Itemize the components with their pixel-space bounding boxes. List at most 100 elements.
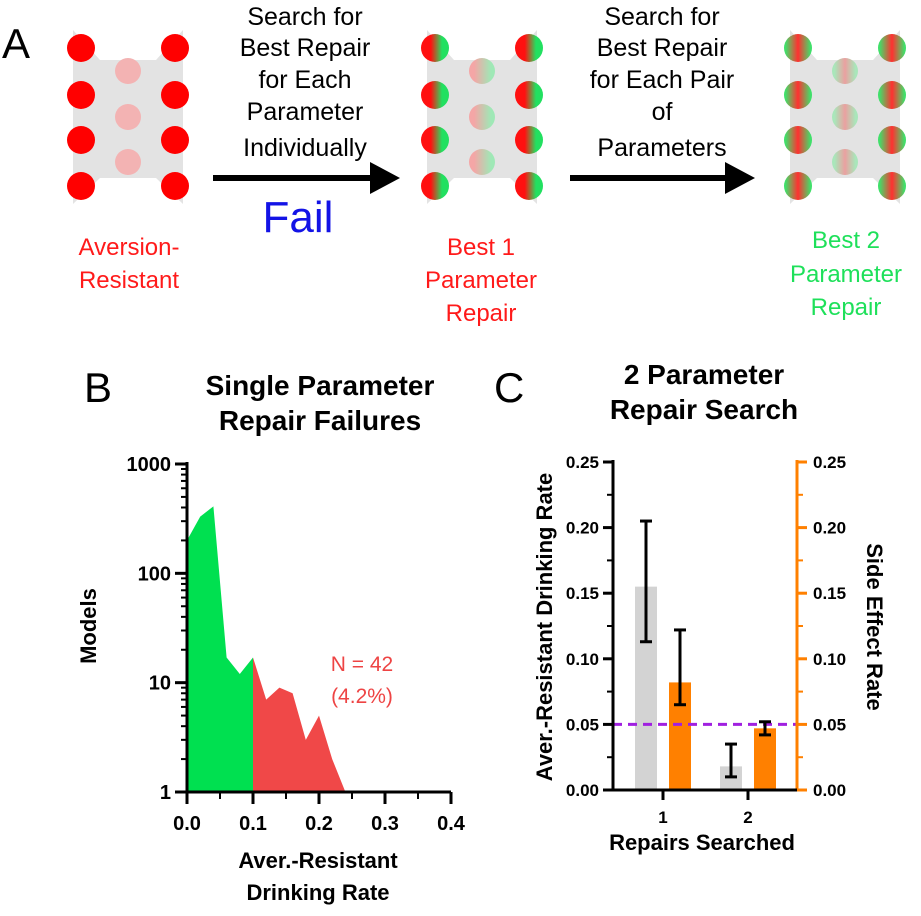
network-node-hidden bbox=[832, 58, 858, 84]
chart-b-x-tick-label: 0.4 bbox=[437, 813, 466, 835]
step2-description: Search for Best Repair for Each Pair of … bbox=[590, 3, 735, 162]
network-node-left bbox=[67, 81, 95, 109]
network-node-right bbox=[878, 126, 906, 154]
network-1-label: Aversion- Resistant bbox=[79, 234, 180, 294]
network-2-label: Best 1 Parameter Repair bbox=[425, 234, 537, 327]
network-node-left bbox=[421, 126, 449, 154]
network-1-label-line: Aversion- bbox=[79, 234, 180, 261]
network-node-left bbox=[67, 172, 95, 200]
network-best-1-parameter bbox=[421, 30, 543, 204]
chart-c-bar-side-effect bbox=[754, 728, 776, 790]
network-node-right bbox=[515, 172, 543, 200]
chart-c-bar-drinking-rate bbox=[635, 586, 657, 790]
chart-b-title-line: Single Parameter bbox=[206, 370, 435, 401]
network-node-right bbox=[161, 172, 189, 200]
network-node-right bbox=[878, 34, 906, 62]
step1-line: Parameter bbox=[247, 98, 364, 126]
chart-c-left-tick-label: 0.05 bbox=[566, 715, 599, 734]
step1-line: for Each bbox=[258, 66, 351, 94]
chart-b-x-tick-label: 0.3 bbox=[371, 813, 399, 835]
network-node-left bbox=[67, 34, 95, 62]
network-node-hidden bbox=[115, 149, 141, 175]
network-node-right bbox=[515, 126, 543, 154]
chart-b-annotation-line: N = 42 bbox=[331, 653, 393, 676]
fail-label: Fail bbox=[263, 193, 334, 242]
network-node-right bbox=[161, 81, 189, 109]
network-node-left bbox=[784, 81, 812, 109]
chart-b-x-tick-label: 0.2 bbox=[305, 813, 333, 835]
network-node-right bbox=[161, 34, 189, 62]
network-1-label-line: Resistant bbox=[79, 267, 179, 294]
chart-c-left-tick-label: 0.00 bbox=[566, 781, 599, 800]
step2-line: of bbox=[652, 98, 673, 126]
network-2-label-line: Best 1 bbox=[447, 234, 515, 261]
chart-c-right-tick-label: 0.25 bbox=[813, 453, 846, 472]
step1-line: Individually bbox=[243, 134, 367, 162]
chart-b-annotation-line: (4.2%) bbox=[331, 685, 393, 708]
network-node-left bbox=[421, 34, 449, 62]
network-best-2-parameter bbox=[784, 30, 906, 204]
chart-b-y-tick-label: 1000 bbox=[127, 454, 172, 476]
chart-b-x-tick-label: 0.1 bbox=[239, 813, 267, 835]
chart-c-left-tick-label: 0.20 bbox=[566, 519, 599, 538]
chart-c-ylabel-left: Aver.-Resistant Drinking Rate bbox=[532, 473, 557, 782]
chart-b-area-passing-models bbox=[187, 506, 253, 792]
network-node-left bbox=[67, 126, 95, 154]
step1-line: Best Repair bbox=[240, 34, 371, 62]
chart-b-ylabel: Models bbox=[76, 588, 101, 664]
step2-line: Parameters bbox=[597, 134, 726, 162]
network-node-hidden bbox=[469, 58, 495, 84]
chart-c-right-tick-label: 0.05 bbox=[813, 715, 846, 734]
chart-c-x-tick-label: 2 bbox=[743, 808, 752, 827]
network-node-hidden bbox=[832, 104, 858, 130]
chart-b-xlabel-line: Aver.-Resistant bbox=[238, 848, 398, 873]
network-aversion-resistant bbox=[67, 30, 189, 204]
network-node-hidden bbox=[115, 104, 141, 130]
chart-c-left-tick-label: 0.25 bbox=[566, 453, 599, 472]
chart-c-x-tick-label: 1 bbox=[658, 808, 667, 827]
step1-arrow bbox=[213, 162, 400, 194]
chart-c-right-tick-label: 0.00 bbox=[813, 781, 846, 800]
panel-b-letter: B bbox=[84, 364, 112, 411]
chart-c-right-tick-label: 0.10 bbox=[813, 650, 846, 669]
network-3-label-line: Repair bbox=[811, 294, 882, 321]
chart-c-right-tick-label: 0.20 bbox=[813, 519, 846, 538]
network-node-left bbox=[421, 81, 449, 109]
chart-b-y-tick-label: 100 bbox=[138, 563, 171, 585]
network-node-left bbox=[784, 126, 812, 154]
step2-line: Search for bbox=[604, 3, 719, 31]
network-node-hidden bbox=[469, 149, 495, 175]
network-node-left bbox=[421, 172, 449, 200]
network-node-left bbox=[784, 172, 812, 200]
panel-c-letter: C bbox=[494, 364, 524, 411]
step2-line: Best Repair bbox=[597, 34, 728, 62]
chart-c-title-line: 2 Parameter bbox=[624, 359, 784, 390]
network-node-hidden bbox=[115, 58, 141, 84]
panel-a-letter: A bbox=[2, 20, 30, 67]
chart-c-ylabel-right: Side Effect Rate bbox=[862, 543, 887, 711]
network-node-right bbox=[515, 34, 543, 62]
chart-b-title-line: Repair Failures bbox=[219, 405, 421, 436]
chart-c-xlabel: Repairs Searched bbox=[609, 830, 795, 855]
network-node-right bbox=[878, 172, 906, 200]
panel-b: B Single Parameter Repair Failures 11010… bbox=[76, 364, 466, 905]
network-node-right bbox=[515, 81, 543, 109]
network-node-hidden bbox=[469, 104, 495, 130]
network-3-label-line: Best 2 bbox=[812, 227, 880, 254]
network-2-label-line: Repair bbox=[446, 300, 517, 327]
network-node-left bbox=[784, 34, 812, 62]
step1-description: Search for Best Repair for Each Paramete… bbox=[240, 3, 371, 162]
network-node-right bbox=[878, 81, 906, 109]
network-node-right bbox=[161, 126, 189, 154]
step2-arrow bbox=[570, 162, 755, 194]
chart-c-left-tick-label: 0.15 bbox=[566, 584, 599, 603]
chart-b-area-failing-models bbox=[253, 657, 451, 792]
network-node-hidden bbox=[832, 149, 858, 175]
chart-b-xlabel-line: Drinking Rate bbox=[246, 880, 389, 905]
panel-a: A Search for Best Repair for Each Parame… bbox=[2, 3, 906, 327]
network-3-label-line: Parameter bbox=[790, 261, 902, 288]
